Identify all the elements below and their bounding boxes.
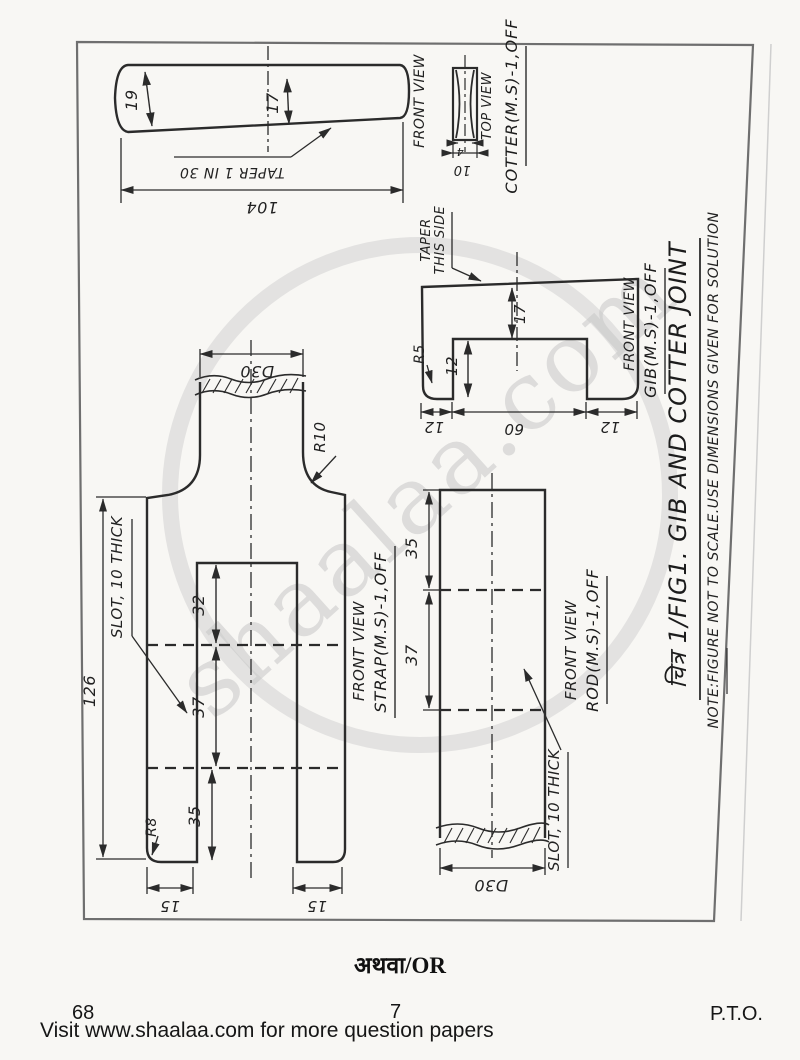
cotter-dim-104 (120, 122, 404, 203)
strap-dim-d30 (199, 349, 304, 377)
strap-name-label: STRAP(M.S)-1,OFF (371, 551, 390, 712)
strap-outline (145, 382, 347, 864)
gib-dim-60-label: 60 (504, 420, 524, 438)
gib-name-label: GIB(M.S)-1,OFF (641, 262, 660, 398)
or-divider-text: अथवा/OR (354, 953, 446, 978)
cotter-taper-leader (174, 127, 332, 158)
gib-bottom-dims (420, 401, 638, 419)
footer-page-number-left: 68 (72, 1002, 95, 1024)
cotter-top-view-label: TOP VIEW (480, 71, 495, 140)
strap-dim-15-left (146, 867, 194, 894)
cotter-dim-17 (283, 78, 293, 125)
gib-taper-label-2: THIS SIDE (433, 205, 448, 274)
gib-dim-12-inner-label: 12 (443, 356, 461, 376)
strap-dim-37-label: 37 (189, 696, 208, 718)
strap-front-view-drawing (96, 340, 347, 894)
strap-dim-d30-label: D30 (240, 362, 274, 381)
gib-taper-leader (451, 212, 482, 282)
strap-dim-126 (96, 496, 146, 860)
gib-dim-12-right-label: 12 (600, 418, 620, 436)
rod-front-view-label: FRONT VIEW (562, 599, 580, 700)
strap-r8-label: R8 (144, 817, 160, 837)
cotter-top-dim-10-label: 10 (453, 162, 471, 177)
rod-break-band (435, 822, 550, 850)
cotter-top-view-drawing (441, 55, 489, 158)
rod-dim-35-label: 35 (402, 537, 421, 558)
cotter-dim-104-label: 104 (246, 198, 278, 217)
gib-taper-label-1: TAPER (419, 218, 434, 261)
cotter-front-view-drawing (113, 46, 411, 203)
rod-outline (438, 488, 547, 838)
figure-caption: चित्र 1/FIG1. GIB AND COTTER JOINT (664, 240, 692, 688)
strap-r10-label: R10 (311, 421, 329, 452)
cotter-dim-19 (142, 71, 155, 127)
drawing-border (75, 40, 772, 923)
strap-r8-leader (151, 835, 160, 856)
cotter-top-concave-right (469, 69, 475, 139)
rod-dim-d30 (439, 848, 546, 875)
strap-break-band (194, 373, 307, 399)
strap-r10-leader (310, 455, 337, 484)
footer-page-number-center: 7 (390, 1001, 402, 1023)
drawing-labels: 19 17 TAPER 1 IN 30 104 FRONT VIEW 4 10 … (80, 18, 728, 915)
strap-dim-126-label: 126 (80, 675, 99, 707)
cotter-dim-19-label: 19 (122, 89, 141, 110)
page-edge-line (740, 43, 772, 922)
cotter-taper-note-label: TAPER 1 IN 30 (179, 164, 284, 180)
gib-dim-12-left-label: 12 (424, 418, 444, 436)
rod-dim-35 (423, 489, 440, 591)
rod-name-label: ROD(M.S)-1,OFF (583, 568, 602, 712)
gib-front-view-label: FRONT VIEW (622, 277, 638, 371)
strap-dim-35-label: 35 (185, 805, 204, 826)
strap-front-view-label: FRONT VIEW (350, 600, 368, 701)
cotter-top-dim-4-label: 4 (456, 145, 464, 158)
rod-slot-note-label: SLOT, 10 THICK (545, 748, 563, 871)
cotter-front-view-label: FRONT VIEW (412, 54, 428, 148)
strap-slot-note-label: SLOT, 10 THICK (108, 515, 126, 638)
border-frame (75, 40, 755, 923)
gib-outline (420, 277, 640, 401)
gib-r5-leader (424, 364, 433, 384)
strap-dim-32-label: 32 (189, 594, 208, 615)
cotter-name-label: COTTER(M.S)-1,OFF (502, 18, 521, 193)
strap-dim-15-right-label: 15 (307, 897, 327, 915)
strap-dim-15-left-label: 15 (160, 897, 180, 915)
cotter-outline (113, 63, 411, 134)
strap-slot-leader (131, 519, 188, 714)
figure-note: NOTE:FIGURE NOT TO SCALE.USE DIMENSIONS … (706, 211, 722, 728)
cotter-top-concave-left (455, 69, 461, 139)
cotter-top-dim-10 (441, 142, 489, 158)
rod-dim-37-label: 37 (402, 644, 421, 666)
rod-front-view-drawing (423, 473, 569, 875)
cotter-dim-17-label: 17 (263, 92, 282, 114)
watermark-text: shaalaa.com (155, 236, 697, 740)
strap-dim-15-right (292, 867, 343, 894)
rod-slot-leader (523, 668, 569, 868)
gib-dim-17-label: 17 (511, 304, 529, 324)
footer-pto-label: P.T.O. (710, 1003, 763, 1025)
gib-r5-label: R5 (412, 344, 428, 364)
rod-dim-37 (423, 591, 440, 711)
gib-front-view-drawing (420, 212, 640, 419)
rod-dim-d30-label: D30 (474, 876, 508, 895)
footer-visit-line: Visit www.shaalaa.com for more question … (40, 1019, 494, 1042)
